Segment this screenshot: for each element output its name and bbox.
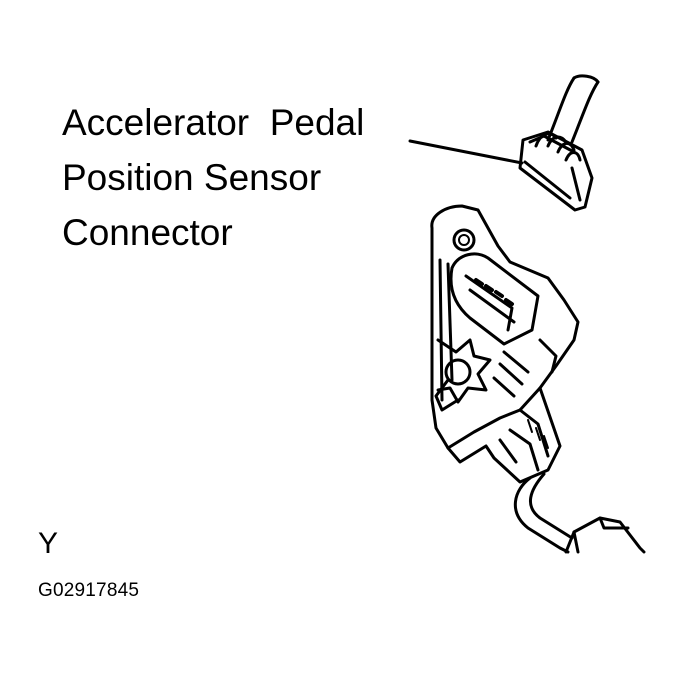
callout-label-line-1: Accelerator Pedal (62, 102, 365, 143)
connector-plug (518, 130, 594, 212)
view-letter: Y (38, 527, 59, 560)
wire-harness-top (546, 74, 600, 144)
callout-label-line-3: Connector (62, 212, 233, 253)
callout-label-line-2: Position Sensor (62, 157, 322, 198)
sensor-body (430, 204, 646, 554)
figure-code: G02917845 (38, 580, 140, 601)
leader-line (408, 139, 524, 165)
